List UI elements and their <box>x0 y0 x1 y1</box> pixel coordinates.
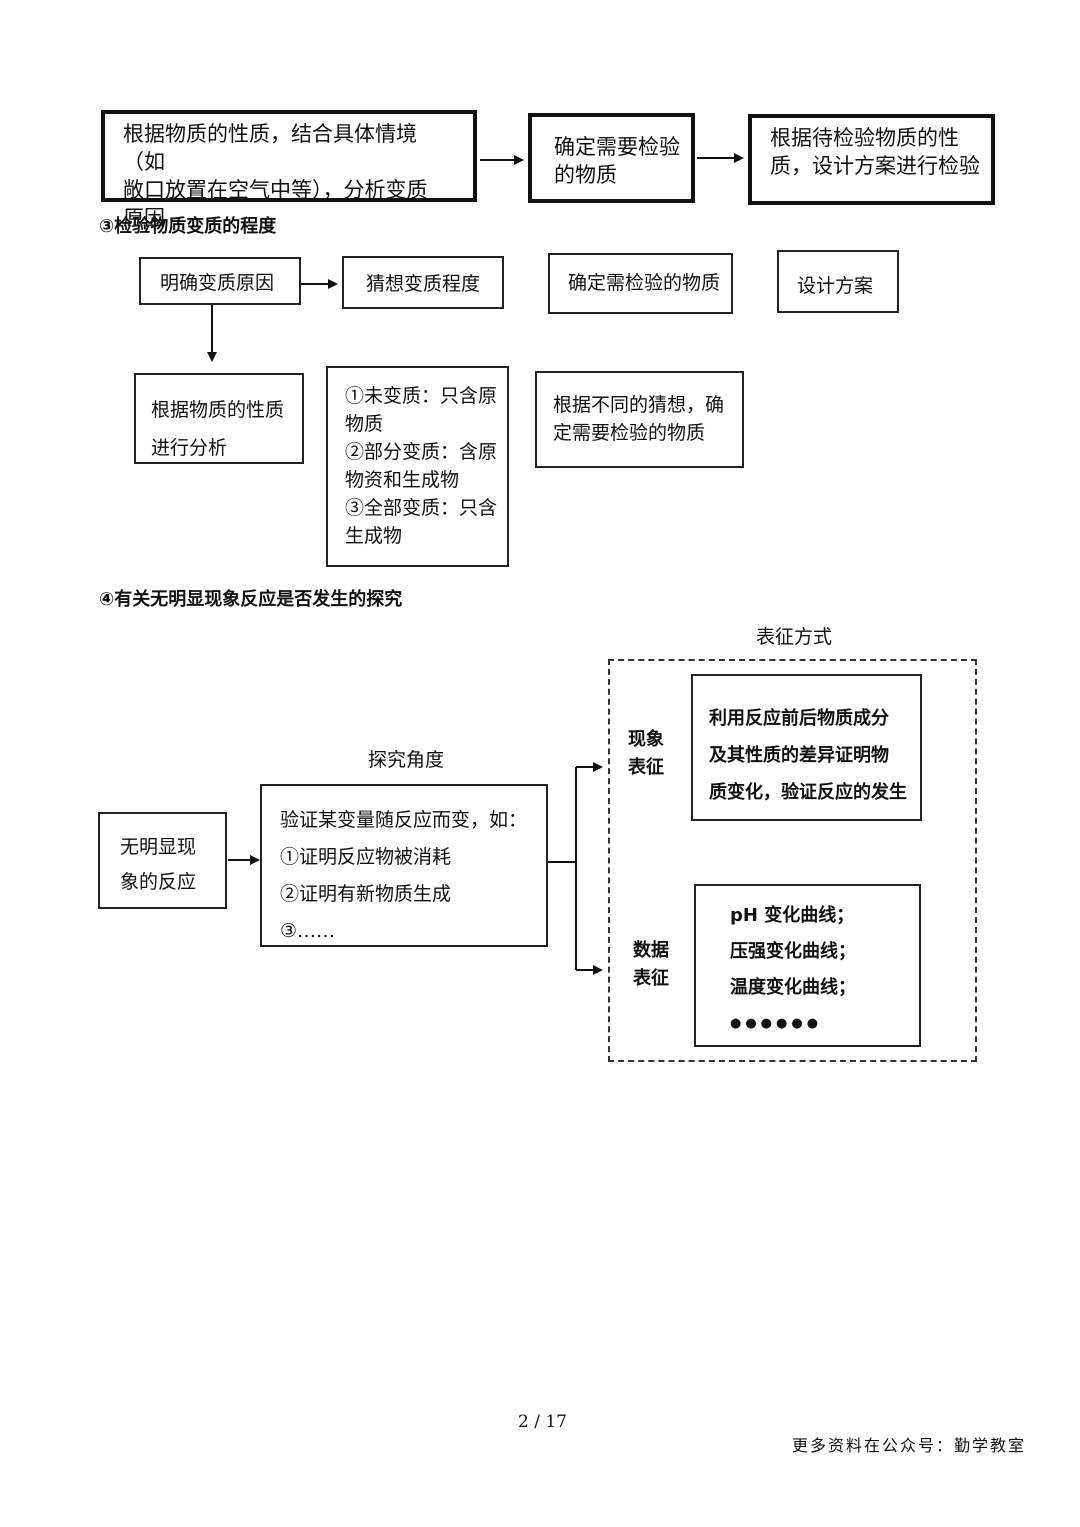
flow1-box-analyze-cause: 根据物质的性质，结合具体情境（如 敞口放置在空气中等），分析变质 原因 <box>101 110 477 230</box>
box-analyze-line: 根据物质的性质 <box>151 399 285 421</box>
case-line: ②部分变质：含原 <box>345 441 498 463</box>
phenomenon-label-line: 现象 <box>628 729 664 750</box>
box-clarify-cause-text: 明确变质原因 <box>160 272 275 294</box>
flow1-box3-line: 根据待检验物质的性 <box>770 126 959 150</box>
case-line: ③全部变质：只含 <box>345 497 498 519</box>
section4-heading: ④有关无明显现象反应是否发生的探究 <box>99 589 403 610</box>
phenomenon-label-line: 表征 <box>628 757 664 778</box>
box-phenomenon-method: 利用反应前后物质成分 及其性质的差异证明物 质变化，验证反应的发生 <box>691 674 922 821</box>
box-guess-degree: 猜想变质程度 <box>342 256 504 309</box>
label-phenomenon: 现象 表征 <box>628 726 664 782</box>
phenomenon-line: 及其性质的差异证明物 <box>709 745 889 766</box>
reaction-line: 象的反应 <box>120 871 197 893</box>
box-verify-variable: 验证某变量随反应而变，如： ①证明反应物被消耗 ②证明有新物质生成 ③…… <box>260 784 548 947</box>
section3-heading: ③检验物质变质的程度 <box>99 216 277 237</box>
label-data: 数据 表征 <box>633 937 669 993</box>
box-guess-degree-text: 猜想变质程度 <box>366 273 481 295</box>
curve-line: pH 变化曲线； <box>730 905 855 926</box>
box-analyze-line: 进行分析 <box>151 437 228 459</box>
page-number: 2 / 17 <box>518 1412 567 1432</box>
reaction-line: 无明显现 <box>120 836 197 858</box>
data-label-line: 数据 <box>633 940 669 961</box>
box-data-curves: pH 变化曲线； 压强变化曲线； 温度变化曲线； ●●●●●● <box>694 884 921 1047</box>
box-design-plan: 设计方案 <box>777 250 899 313</box>
flow1-box1-line: 根据物质的性质，结合具体情境（如 <box>123 122 417 174</box>
box-determine-check-text: 确定需检验的物质 <box>568 272 721 294</box>
phenomenon-line: 质变化，验证反应的发生 <box>709 782 907 803</box>
by-guess-line: 根据不同的猜想，确 <box>553 394 725 416</box>
box-clarify-cause: 明确变质原因 <box>139 257 301 305</box>
curve-line: 压强变化曲线； <box>730 941 856 962</box>
case-line: ①未变质：只含原 <box>345 385 498 407</box>
verify-line: 验证某变量随反应而变，如： <box>280 809 528 831</box>
label-characterization-method: 表征方式 <box>756 626 833 648</box>
verify-line: ①证明反应物被消耗 <box>280 846 452 868</box>
box-design-plan-text: 设计方案 <box>797 275 874 297</box>
case-line: 物资和生成物 <box>345 469 460 491</box>
watermark-text: 更多资料在公众号：勤学教室 <box>792 1436 1027 1455</box>
box-no-visible-reaction: 无明显现 象的反应 <box>98 812 227 909</box>
box-by-guess: 根据不同的猜想，确 定需要检验的物质 <box>535 371 744 468</box>
flow1-box3-line: 质，设计方案进行检验 <box>770 154 980 178</box>
flow1-box1-line: 敞口放置在空气中等），分析变质 <box>123 178 428 202</box>
phenomenon-line: 利用反应前后物质成分 <box>709 708 889 729</box>
flow1-box-determine-substance: 确定需要检验 的物质 <box>528 113 695 203</box>
box-degree-cases: ①未变质：只含原 物质 ②部分变质：含原 物资和生成物 ③全部变质：只含 生成物 <box>326 366 509 567</box>
ellipsis-dots: ●●●●●● <box>730 1016 823 1031</box>
method-dashed-container <box>608 659 977 1062</box>
flow1-box2-line: 确定需要检验 <box>554 135 680 159</box>
case-line: 物质 <box>345 413 384 435</box>
data-label-line: 表征 <box>633 968 669 989</box>
flow1-box1-line: 原因 <box>123 206 165 230</box>
box-analyze-property: 根据物质的性质 进行分析 <box>134 373 304 464</box>
box-determine-check: 确定需检验的物质 <box>548 253 733 314</box>
curve-line: 温度变化曲线； <box>730 977 856 998</box>
verify-line: ③…… <box>280 920 336 942</box>
flow1-box-design-plan: 根据待检验物质的性 质，设计方案进行检验 <box>748 114 995 205</box>
label-inquiry-angle: 探究角度 <box>368 749 445 771</box>
verify-line: ②证明有新物质生成 <box>280 883 452 905</box>
flow1-box2-line: 的物质 <box>554 163 617 187</box>
by-guess-line: 定需要检验的物质 <box>553 422 706 444</box>
case-line: 生成物 <box>345 525 403 547</box>
